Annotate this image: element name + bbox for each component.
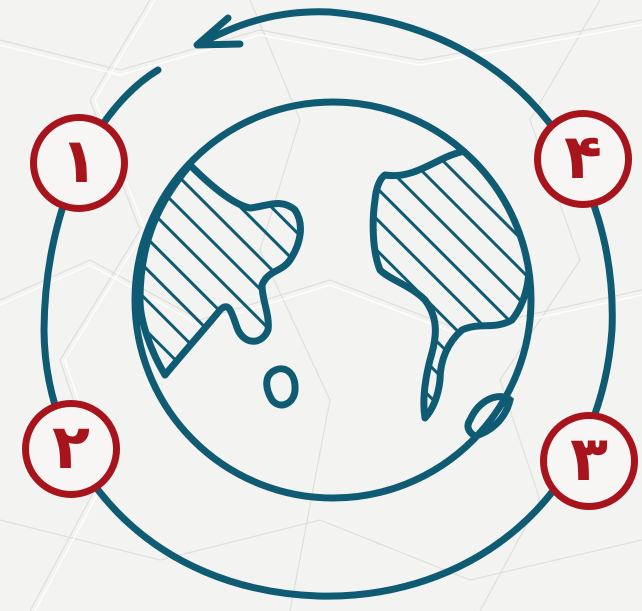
step-label: ۲ — [52, 416, 90, 478]
continent-east — [373, 149, 529, 418]
step-label: ۱ — [60, 130, 98, 192]
step-badge-2: ۲ — [22, 400, 120, 498]
step-badge-3: ۳ — [540, 412, 638, 510]
step-badge-4: ۴ — [534, 110, 632, 208]
globe-icon — [135, 102, 531, 498]
island-small — [267, 369, 295, 405]
step-label: ۳ — [570, 428, 608, 490]
step-badge-1: ۱ — [30, 114, 128, 212]
step-label: ۴ — [564, 126, 602, 188]
